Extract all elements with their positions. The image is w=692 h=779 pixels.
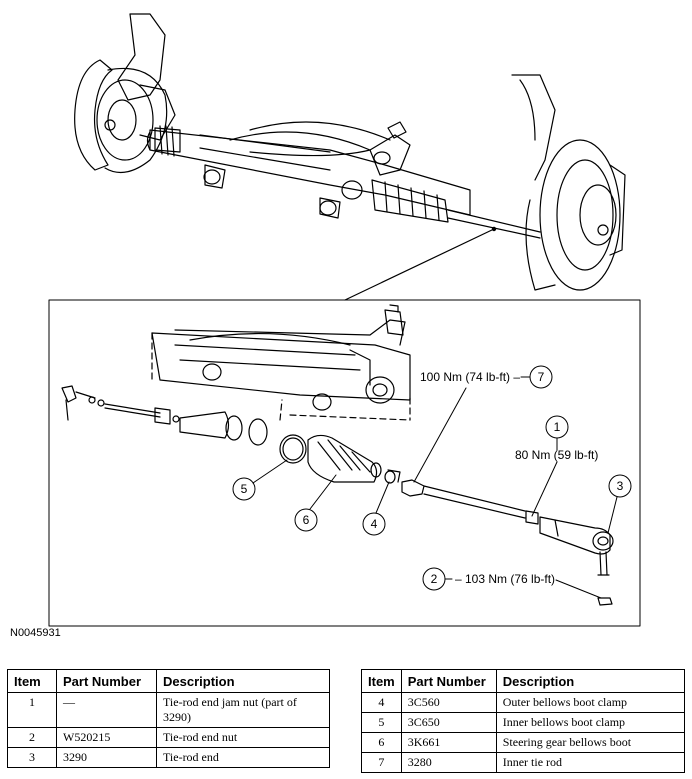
item-cell: 5 (361, 712, 402, 733)
header-description: Description (495, 669, 686, 693)
callout-3-number: 3 (617, 479, 624, 493)
table-row: 2 W520215 Tie-rod end nut (7, 727, 330, 748)
callouts (232, 365, 632, 599)
callout-1-number: 1 (554, 420, 561, 434)
item-cell: 3 (7, 747, 57, 768)
description-cell: Outer bellows boot clamp (495, 692, 686, 713)
header-part-number: Part Number (400, 669, 497, 693)
table-row: 6 3K661 Steering gear bellows boot (361, 732, 686, 753)
callout-5-number: 5 (241, 482, 248, 496)
header-item: Item (7, 669, 57, 693)
detail-frame (48, 299, 641, 627)
callout-5 (232, 477, 256, 501)
table-row: 7 3280 Inner tie rod (361, 752, 686, 773)
overview-illustration (74, 13, 626, 301)
figure-id: N0045931 (10, 627, 61, 639)
table-row: 4 3C560 Outer bellows boot clamp (361, 692, 686, 713)
part-number-cell: 3280 (400, 752, 497, 773)
description-cell: Steering gear bellows boot (495, 732, 686, 753)
steering-gear-diagram: 1 80 Nm (59 lb-ft) 2 – 103 Nm (76 lb-ft)… (48, 13, 641, 627)
description-cell: Tie-rod end (156, 747, 330, 768)
item-cell: 2 (7, 727, 57, 748)
callout-1-torque: 80 Nm (59 lb-ft) (515, 448, 598, 462)
part-number-cell: 3C560 (400, 692, 497, 713)
table-header-row: Item Part Number Description (361, 669, 686, 693)
table-header-row: Item Part Number Description (7, 669, 330, 693)
table-row: 1 — Tie-rod end jam nut (part of 3290) (7, 692, 330, 728)
callout-6 (294, 508, 318, 532)
callout-4 (362, 512, 386, 536)
callout-2-torque: – 103 Nm (76 lb-ft) (455, 572, 555, 586)
description-cell: Tie-rod end jam nut (part of 3290) (156, 692, 330, 728)
item-cell: 7 (361, 752, 402, 773)
item-cell: 1 (7, 692, 57, 728)
description-cell: Inner tie rod (495, 752, 686, 773)
description-cell: Inner bellows boot clamp (495, 712, 686, 733)
item-cell: 6 (361, 732, 402, 753)
part-number-cell: — (56, 692, 157, 728)
callout-2-number: 2 (431, 572, 438, 586)
part-number-cell: W520215 (56, 727, 157, 748)
callout-labels: 1 80 Nm (59 lb-ft) 2 – 103 Nm (76 lb-ft)… (241, 370, 624, 586)
exploded-view (61, 304, 614, 606)
parts-table-right: Item Part Number Description 4 3C560 Out… (361, 669, 686, 773)
callout-7-torque: 100 Nm (74 lb-ft) – (420, 370, 520, 384)
part-number-cell: 3K661 (400, 732, 497, 753)
callout-7-number: 7 (538, 370, 545, 384)
header-item: Item (361, 669, 402, 693)
callout-3 (608, 474, 632, 498)
description-cell: Tie-rod end nut (156, 727, 330, 748)
part-number-cell: 3290 (56, 747, 157, 768)
header-description: Description (156, 669, 330, 693)
callout-4-number: 4 (371, 517, 378, 531)
item-cell: 4 (361, 692, 402, 713)
parts-table-left: Item Part Number Description 1 — Tie-rod… (7, 669, 330, 768)
table-row: 5 3C650 Inner bellows boot clamp (361, 712, 686, 733)
part-number-cell: 3C650 (400, 712, 497, 733)
header-part-number: Part Number (56, 669, 157, 693)
callout-6-number: 6 (303, 513, 310, 527)
table-row: 3 3290 Tie-rod end (7, 747, 330, 768)
